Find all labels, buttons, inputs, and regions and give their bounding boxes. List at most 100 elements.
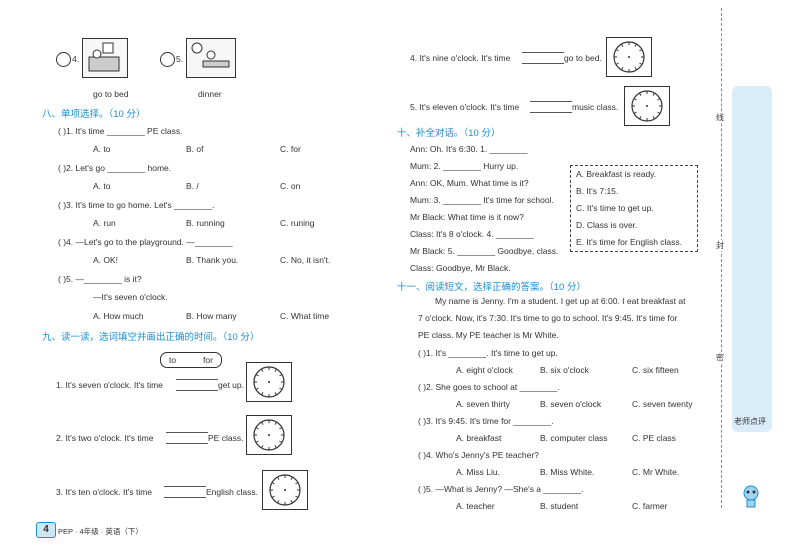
clock-tick bbox=[634, 98, 637, 101]
s9-q3-blank[interactable] bbox=[164, 486, 206, 498]
clock-center bbox=[284, 489, 286, 491]
clock-5[interactable] bbox=[624, 86, 670, 126]
section-11-title: 十一、阅读短文，选择正确的答案。（10 分） bbox=[397, 282, 586, 293]
s8-q4-a: A. OK! bbox=[93, 255, 119, 265]
clock-tick bbox=[274, 445, 277, 448]
s11-q3-c: C. PE class bbox=[632, 433, 676, 443]
dialog-line-2: Mum: 2. ________ Hurry up. bbox=[410, 161, 519, 171]
s11-q4: ( )4. Who's Jenny's PE teacher? bbox=[418, 450, 539, 460]
clock-tick bbox=[657, 111, 660, 114]
smiley-face-icon bbox=[56, 52, 71, 67]
s11-q4-a: A. Miss Liu. bbox=[456, 467, 500, 477]
s11-q1: ( )1. It's ________. It's time to get up… bbox=[418, 348, 558, 358]
s8-q5-a: A. How much bbox=[93, 311, 144, 321]
s11-q1-c: C. six fifteen bbox=[632, 365, 679, 375]
dialog-options-box: A. Breakfast is ready. B. It's 7:15. C. … bbox=[570, 165, 698, 252]
s8-q5-c: C. What time bbox=[280, 311, 330, 321]
word-bank-to: to bbox=[169, 355, 177, 365]
binding-mark-mi: 密 bbox=[716, 352, 724, 363]
dialog-line-7: Mr Black: 5. ________ Goodbye, class. bbox=[410, 246, 559, 256]
clock-tick bbox=[639, 62, 642, 65]
section-8-title: 八、单项选择。（10 分） bbox=[42, 109, 146, 120]
clock-tick bbox=[279, 427, 282, 430]
s8-q2-a: A. to bbox=[93, 181, 111, 191]
s11-q3: ( )3. It's 9:45. It's time for ________. bbox=[418, 416, 554, 426]
teacher-comment-panel: 老师点评 bbox=[732, 86, 772, 432]
dialog-line-1: Ann: Oh. It's 6:30. 1. ________ bbox=[410, 144, 528, 154]
clock-tick bbox=[639, 116, 642, 119]
s9-q3-post: English class. bbox=[206, 487, 258, 497]
s9-q2-post: PE class. bbox=[208, 433, 244, 443]
smiley-face-icon bbox=[160, 52, 175, 67]
clock-tick bbox=[295, 482, 298, 485]
clock-tick bbox=[261, 392, 264, 395]
word-go-to-bed: go to bed bbox=[93, 89, 129, 99]
clock-tick bbox=[256, 387, 259, 390]
clock-center bbox=[268, 381, 270, 383]
clock-tick bbox=[634, 111, 637, 114]
dialog-line-4: Mum: 3. ________ It's time for school. bbox=[410, 195, 554, 205]
page-number-badge: 4 bbox=[36, 522, 56, 538]
clock-tick bbox=[261, 445, 264, 448]
s8-q5-answer: —It's seven o'clock. bbox=[93, 292, 168, 302]
s9-q4-blank[interactable] bbox=[522, 52, 564, 64]
s9-q2-blank[interactable] bbox=[166, 432, 208, 444]
clock-tick bbox=[290, 477, 293, 480]
clock-tick bbox=[256, 427, 259, 430]
clock-4[interactable] bbox=[606, 37, 652, 77]
clock-tick bbox=[652, 93, 655, 96]
s8-q3: ( )3. It's time to go home. Let's ______… bbox=[58, 200, 215, 210]
word-bank-for: for bbox=[203, 355, 213, 365]
clock-center bbox=[646, 105, 648, 107]
s11-q2-c: C. seven twenty bbox=[632, 399, 693, 409]
clock-tick bbox=[261, 422, 264, 425]
s11-q5-b: B. student bbox=[540, 501, 579, 511]
s8-q3-a: A. run bbox=[93, 218, 116, 228]
s8-q1-c: C. for bbox=[280, 144, 301, 154]
clock-center bbox=[628, 56, 630, 58]
dialog-option-e: E. It's time for English class. bbox=[576, 237, 683, 247]
s9-q1-post: get up. bbox=[218, 380, 244, 390]
dialog-option-c: C. It's time to get up. bbox=[576, 203, 654, 213]
clock-3[interactable] bbox=[262, 470, 308, 510]
s9-q1-blank[interactable] bbox=[176, 379, 218, 391]
clock-tick bbox=[279, 440, 282, 443]
s9-q5-post: music class. bbox=[572, 102, 619, 112]
clock-tick bbox=[639, 93, 642, 96]
s8-q1-b: B. of bbox=[186, 144, 204, 154]
clock-tick bbox=[279, 387, 282, 390]
clock-tick bbox=[256, 374, 259, 377]
word-bank: to for bbox=[160, 352, 222, 368]
s9-q2-pre: 2. It's two o'clock. It's time bbox=[56, 433, 154, 443]
dialog-option-a: A. Breakfast is ready. bbox=[576, 169, 657, 179]
clock-tick bbox=[274, 392, 277, 395]
s11-q3-a: A. breakfast bbox=[456, 433, 502, 443]
pencil-mascot-icon bbox=[740, 484, 762, 508]
clock-tick bbox=[256, 440, 259, 443]
binding-mark-xian: 线 bbox=[716, 112, 724, 123]
s11-q5: ( )5. —What is Jenny? —She's a ________. bbox=[418, 484, 584, 494]
clock-1[interactable] bbox=[246, 362, 292, 402]
picture-4-number: 4. bbox=[72, 54, 80, 64]
s9-q3-pre: 3. It's ten o'clock. It's time bbox=[56, 487, 153, 497]
dialog-line-5: Mr Black: What time is it now? bbox=[410, 212, 524, 222]
s11-q5-a: A. teacher bbox=[456, 501, 495, 511]
clock-tick bbox=[279, 374, 282, 377]
binding-line bbox=[721, 8, 722, 508]
clock-2[interactable] bbox=[246, 415, 292, 455]
s9-q1-pre: 1. It's seven o'clock. It's time bbox=[56, 380, 163, 390]
page-number: 4 bbox=[43, 524, 49, 535]
clock-tick bbox=[616, 62, 619, 65]
s8-q2-c: C. on bbox=[280, 181, 301, 191]
s8-q1: ( )1. It's time ________ PE class. bbox=[58, 126, 183, 136]
s8-q5-b: B. How many bbox=[186, 311, 237, 321]
clock-tick bbox=[277, 477, 280, 480]
clock-tick bbox=[634, 67, 637, 70]
s11-q4-b: B. Miss White. bbox=[540, 467, 595, 477]
s8-q3-b: B. running bbox=[186, 218, 225, 228]
s9-q5-blank[interactable] bbox=[530, 101, 572, 113]
clock-tick bbox=[272, 495, 275, 498]
s8-q3-c: C. runing bbox=[280, 218, 315, 228]
clock-center bbox=[268, 434, 270, 436]
s8-q1-a: A. to bbox=[93, 144, 111, 154]
